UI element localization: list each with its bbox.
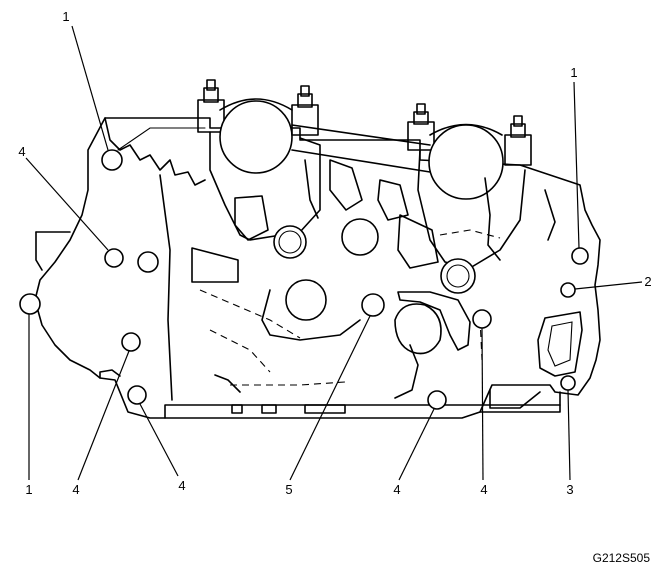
- bolt-hole-4-bottom-left: [127, 385, 147, 405]
- callout-1-bottom-left: 1: [25, 482, 32, 497]
- bolt-hole-4-left: [104, 248, 124, 268]
- callout-4-bottom-d: 4: [480, 482, 487, 497]
- callout-1-top-left: 1: [62, 9, 69, 24]
- bolt-hole-1-upper-left: [101, 149, 123, 171]
- hidden-lines: [199, 229, 501, 386]
- top-deck-line: [104, 117, 206, 186]
- bolt-hole-1-right: [571, 247, 589, 265]
- camshaft-journal-right: [428, 123, 504, 200]
- callout-2: 2: [644, 274, 651, 289]
- bottom-tabs: [231, 404, 346, 414]
- bolt-hole-4-mid-left: [121, 332, 141, 352]
- bolt-hole-5: [361, 293, 385, 317]
- bolt-hole-1-lower-left: [19, 293, 41, 315]
- bolt-hole-3: [560, 375, 576, 391]
- bolt-hole-4-right: [472, 309, 492, 329]
- internal-ports: [137, 159, 583, 401]
- bolt-holes: [19, 149, 589, 410]
- camshaft-beam: [291, 124, 431, 173]
- callout-3: 3: [566, 482, 573, 497]
- callout-5: 5: [285, 482, 292, 497]
- camshaft-cap-left: [197, 79, 321, 241]
- bolt-hole-2: [560, 282, 576, 298]
- callout-4-bottom-c: 4: [393, 482, 400, 497]
- figure-id: G212S505: [593, 551, 651, 565]
- leader-lines: [25, 25, 643, 481]
- callout-4-bottom-a: 4: [72, 482, 79, 497]
- callout-1-top-right: 1: [570, 65, 577, 80]
- callout-4-upper-left: 4: [18, 144, 25, 159]
- callout-4-bottom-b: 4: [178, 478, 185, 493]
- camshaft-journal-left: [219, 98, 293, 174]
- callout-labels: 1 4 1 2 1 4 4 5 4 4 3: [18, 9, 651, 497]
- bolt-hole-4-bottom-center: [427, 390, 447, 410]
